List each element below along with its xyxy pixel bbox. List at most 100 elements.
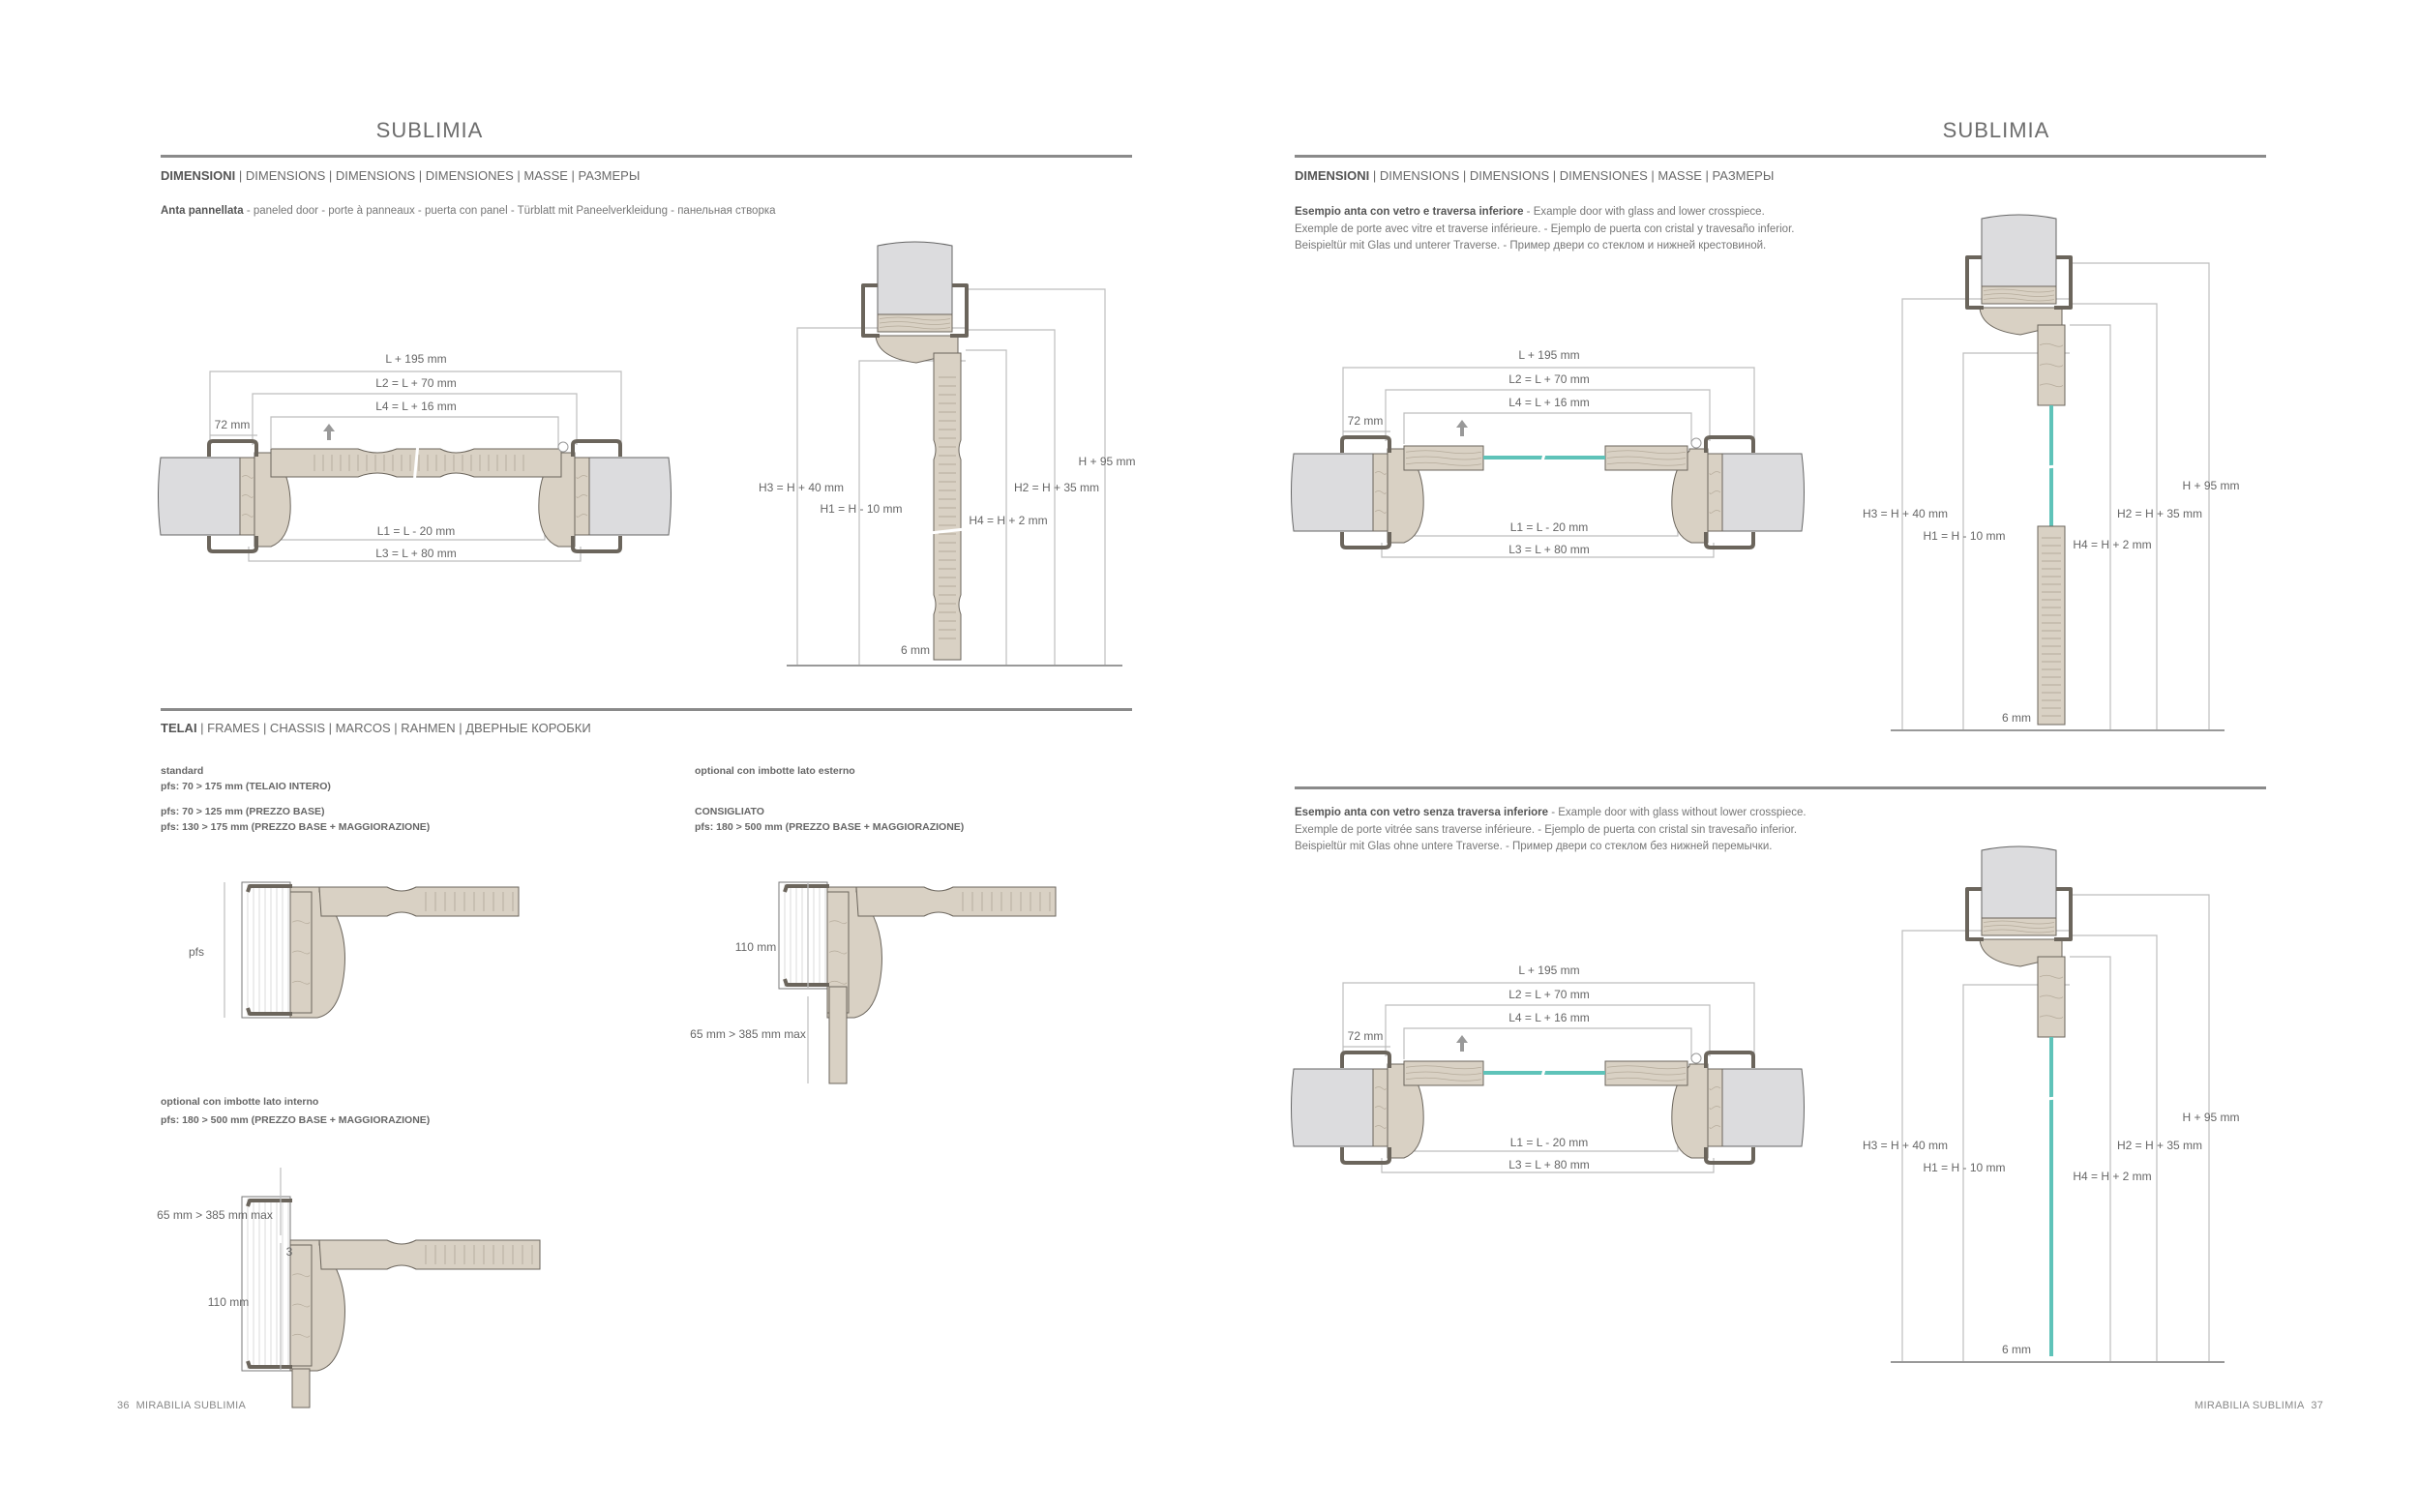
wood-grain bbox=[1606, 1065, 1687, 1070]
door-bottom-rail bbox=[2037, 525, 2066, 726]
wood-grain bbox=[1983, 929, 2055, 934]
standard-frame-diagram: pfs bbox=[189, 881, 520, 1019]
header-rest: | DIMENSIONS | DIMENSIONS | DIMENSIONES … bbox=[1369, 168, 1775, 183]
wall-section bbox=[241, 881, 291, 1019]
dim-line-h95 bbox=[966, 288, 1106, 666]
left-top-divider bbox=[161, 155, 1132, 158]
wall-section bbox=[1291, 453, 1374, 532]
wood-grain bbox=[2039, 342, 2064, 347]
header-bold: DIMENSIONI bbox=[161, 168, 236, 183]
door-top-rail bbox=[2037, 324, 2066, 406]
paneled-door-section-diagram: H3 = H + 40 mm H1 = H - 10 mm H4 = H + 2… bbox=[759, 241, 1136, 667]
internal-title: optional con imbotte lato interno bbox=[161, 1096, 319, 1108]
caption-line2: Exemple de porte vitrée sans traverse in… bbox=[1295, 823, 1798, 836]
dim-6mm: 6 mm bbox=[2002, 711, 2031, 725]
frames-divider bbox=[161, 708, 1132, 711]
dim-l1: L1 = L - 20 mm bbox=[377, 524, 456, 538]
wood-grain bbox=[1709, 510, 1721, 514]
dim-l2: L2 = L + 70 mm bbox=[1508, 372, 1590, 386]
casing-top bbox=[783, 884, 829, 893]
casing-left bbox=[1965, 255, 1984, 310]
dim-line-l2 bbox=[1385, 1004, 1711, 1056]
caption-bold: Anta pannellata bbox=[161, 205, 244, 217]
wood-grain bbox=[1374, 1086, 1387, 1090]
caption-bold: Esempio anta con vetro senza traversa in… bbox=[1295, 807, 1549, 818]
dim-l2: L2 = L + 70 mm bbox=[1508, 988, 1590, 1001]
wood-grain bbox=[2039, 383, 2064, 388]
dim-3mm: 3 bbox=[286, 1245, 293, 1259]
hinge-icon bbox=[1690, 1052, 1702, 1064]
external-line1: CONSIGLIATO bbox=[695, 806, 764, 817]
glass-door-plan-diagram-1: L + 195 mm L2 = L + 70 mm L4 = L + 16 mm… bbox=[1291, 348, 1805, 558]
dim-h95: H + 95 mm bbox=[2182, 479, 2239, 492]
wood-grain bbox=[1405, 1077, 1482, 1082]
dim-72mm: 72 mm bbox=[1348, 414, 1384, 428]
wood-grain bbox=[1374, 490, 1387, 494]
internal-frame-notes: optional con imbotte lato interno pfs: 1… bbox=[161, 1094, 430, 1128]
casing-top bbox=[1704, 435, 1755, 453]
dim-h3: H3 = H + 40 mm bbox=[759, 481, 844, 494]
wood-grain bbox=[1405, 461, 1482, 466]
dim-h95: H + 95 mm bbox=[1078, 455, 1135, 468]
external-line2: pfs: 180 > 500 mm (PREZZO BASE + MAGGIOR… bbox=[695, 821, 965, 833]
right-frame bbox=[1671, 435, 1805, 549]
dim-line-l4 bbox=[1403, 412, 1692, 444]
casing-top bbox=[571, 439, 622, 457]
dim-h2: H2 = H + 35 mm bbox=[2117, 507, 2202, 520]
wood-grain bbox=[828, 950, 848, 955]
wood-grain bbox=[2039, 974, 2064, 979]
opening-direction-arrow-icon bbox=[1456, 420, 1468, 436]
dim-line-l2 bbox=[252, 393, 578, 445]
left-brand-title: SUBLIMIA bbox=[375, 118, 484, 142]
casing-top bbox=[1340, 1051, 1391, 1068]
wood-grain bbox=[2039, 1015, 2064, 1020]
dim-l3: L3 = L + 80 mm bbox=[1508, 543, 1590, 556]
dim-l1: L1 = L - 20 mm bbox=[1510, 1136, 1589, 1149]
casing-right bbox=[2054, 887, 2073, 941]
opening-direction-arrow-icon bbox=[1456, 1035, 1468, 1052]
dim-h4: H4 = H + 2 mm bbox=[2073, 538, 2151, 551]
dim-line-l3 bbox=[1381, 1158, 1715, 1173]
wood-grain bbox=[576, 514, 588, 518]
dim-l4: L4 = L + 16 mm bbox=[1508, 1011, 1590, 1024]
internal-casing-frame-diagram: 65 mm > 385 mm max 3 110 mm bbox=[157, 1168, 541, 1408]
dim-l4: L4 = L + 16 mm bbox=[375, 400, 457, 413]
dim-line-l3 bbox=[1381, 543, 1715, 558]
wood-grain bbox=[291, 1303, 311, 1308]
casing-bottom bbox=[571, 536, 622, 553]
casing-bottom bbox=[1340, 1147, 1391, 1165]
wood-grain bbox=[1709, 471, 1721, 475]
frames-header: TELAI | FRAMES | CHASSIS | MARCOS | RAHM… bbox=[161, 721, 591, 735]
wood-grain bbox=[1374, 1106, 1387, 1110]
door-top-rail bbox=[2037, 956, 2066, 1038]
casing-bottom bbox=[1340, 532, 1391, 549]
right-dimensions-header: DIMENSIONI | DIMENSIONS | DIMENSIONS | D… bbox=[1295, 168, 1774, 183]
header-rest: | FRAMES | CHASSIS | MARCOS | RAHMEN | Д… bbox=[196, 721, 591, 735]
wall-section bbox=[877, 241, 953, 315]
wood-grain bbox=[1405, 456, 1482, 460]
dim-line-l4 bbox=[270, 416, 559, 448]
casing-bottom bbox=[246, 1007, 292, 1016]
dim-72mm: 72 mm bbox=[1348, 1029, 1384, 1043]
wood-grain bbox=[1606, 1077, 1687, 1082]
dim-h2: H2 = H + 35 mm bbox=[2117, 1139, 2202, 1152]
internal-line1: pfs: 180 > 500 mm (PREZZO BASE + MAGGIOR… bbox=[161, 1114, 431, 1126]
wall-section bbox=[1721, 453, 1805, 532]
caption-line2: Exemple de porte avec vitre et traverse … bbox=[1295, 222, 1795, 235]
caption-bold: Esempio anta con vetro e traversa inferi… bbox=[1295, 206, 1524, 218]
frame-jamb-wood bbox=[289, 891, 313, 1014]
dim-65-385mm: 65 mm > 385 mm max bbox=[690, 1027, 806, 1041]
dim-l2: L2 = L + 70 mm bbox=[375, 376, 457, 390]
dim-h1: H1 = H - 10 mm bbox=[1923, 529, 2005, 543]
dim-6mm: 6 mm bbox=[901, 643, 930, 657]
dim-h4: H4 = H + 2 mm bbox=[969, 514, 1047, 527]
dim-l3: L3 = L + 80 mm bbox=[375, 547, 457, 560]
casing-left bbox=[861, 283, 880, 338]
casing-top bbox=[246, 884, 292, 893]
dim-line-l2 bbox=[1385, 389, 1711, 441]
wood-grain bbox=[1709, 490, 1721, 494]
dim-l195: L + 195 mm bbox=[385, 352, 446, 366]
dim-72mm: 72 mm bbox=[215, 418, 251, 431]
wood-grain bbox=[1405, 1071, 1482, 1076]
external-casing-frame-diagram: 110 mm 65 mm > 385 mm max bbox=[690, 881, 1057, 1084]
